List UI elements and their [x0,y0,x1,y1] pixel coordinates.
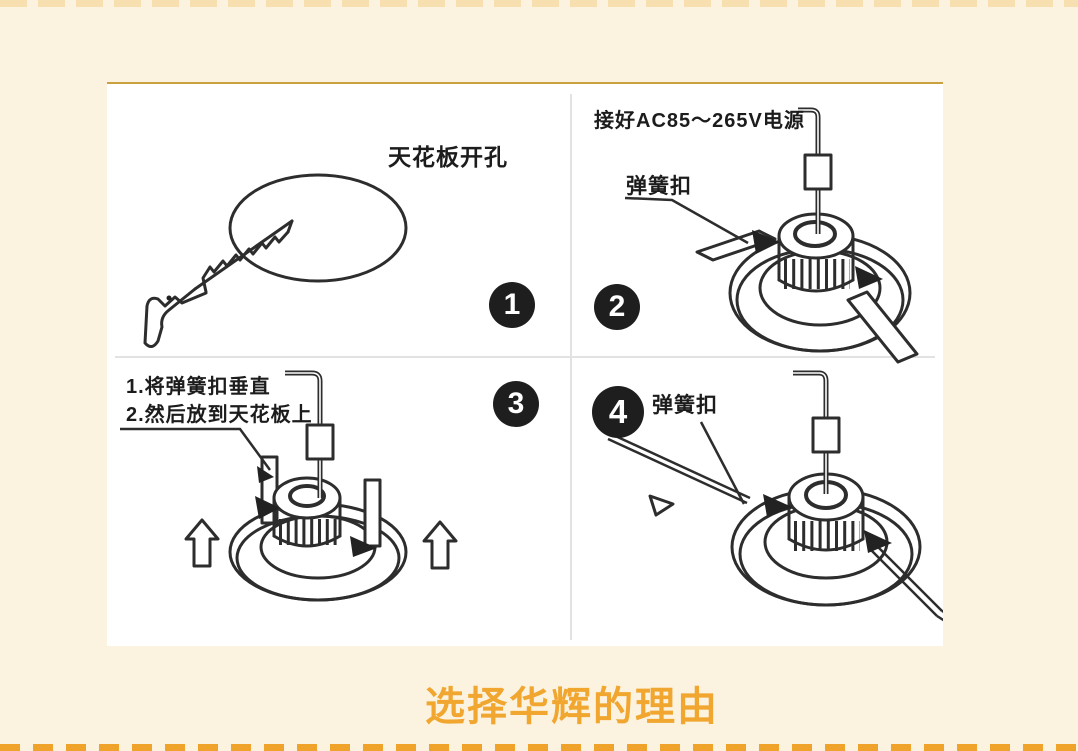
up-arrow-icon [184,518,220,568]
wire-connector [811,416,841,454]
arrow-icon [855,266,883,289]
step-1-badge: 1 [489,282,535,328]
up-arrow-icon [422,520,458,570]
step1-caption: 天花板开孔 [388,144,508,170]
downlight-illustration-step2 [624,107,919,364]
wire-connector [305,423,335,461]
power-wire [793,370,841,494]
power-wire [285,370,335,498]
step2-power-label: 接好AC85～265V电源 [594,110,805,132]
step-4-badge: 4 [592,386,644,438]
wire-connector [803,153,833,191]
arrow-icon [752,230,780,254]
saw-icon [143,219,294,348]
step2-clip-label: 弹簧扣 [626,175,692,198]
arrow-icon [864,530,892,553]
arrow-icon [763,494,792,517]
clip-leader-line [624,196,749,245]
horizontal-divider [115,356,935,358]
spring-clip-pulled-left [607,432,751,517]
step-2-badge: 2 [594,284,640,330]
installation-line-art [120,107,943,622]
instruction-leader-line [120,427,272,471]
arrow-icon [255,496,280,519]
step3-instruction-line2: 2.然后放到天花板上 [126,404,313,426]
clip-leader-line [699,421,746,505]
arrow-icon [257,466,274,483]
downlight-illustration-step3 [120,370,458,602]
spring-clip-right [846,290,919,364]
spring-clip-right [363,478,382,548]
step4-clip-label: 弹簧扣 [652,394,718,417]
ceiling-hole-illustration [228,173,408,283]
step-3-badge: 3 [493,381,539,427]
power-wire [798,107,833,234]
arrow-icon [350,536,377,557]
downlight-illustration-step4 [607,370,943,622]
installation-diagram-panel: 天花板开孔 接好AC85～265V电源 弹簧扣 1.将弹簧扣垂直 2.然后放到天… [107,82,943,646]
step3-instruction-line1: 1.将弹簧扣垂直 [126,376,271,398]
section-title: 选择华辉的理由 [425,685,719,729]
spring-clip-pulled-right [869,543,943,622]
vertical-divider [570,94,572,640]
top-dashed-border [0,0,1078,7]
bottom-dashed-border [0,744,1078,751]
